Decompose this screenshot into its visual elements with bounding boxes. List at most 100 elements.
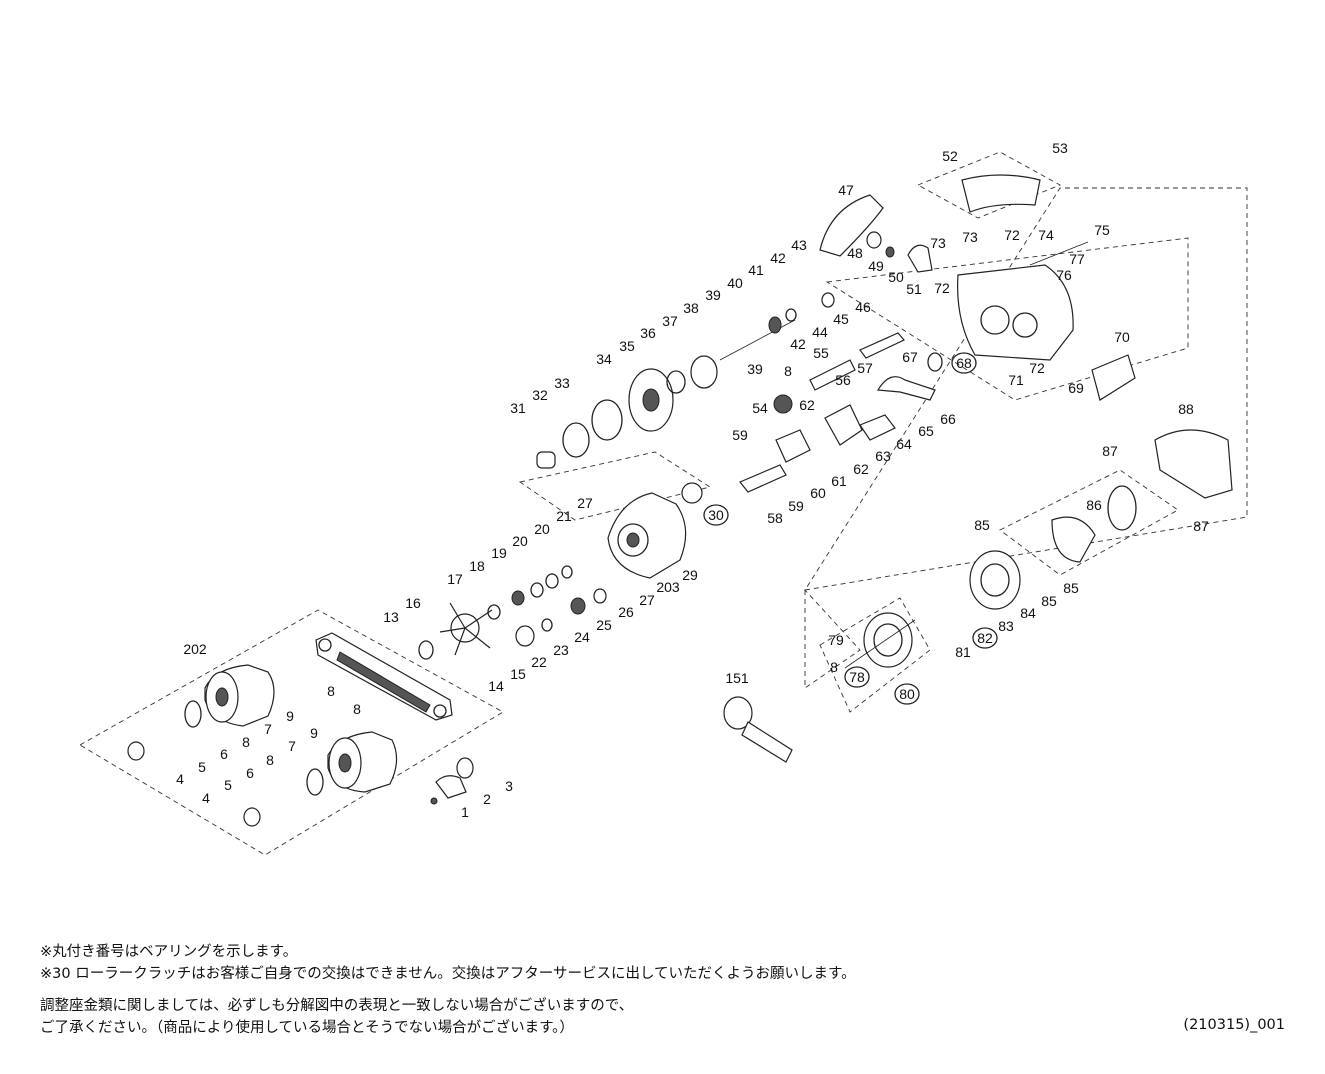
part-label-6: 6 — [220, 746, 228, 762]
part-label-85: 85 — [1063, 580, 1079, 596]
part-label-38: 38 — [683, 300, 699, 316]
part-label-77: 77 — [1069, 251, 1085, 267]
part-number: 1 — [461, 804, 469, 820]
part-label-32: 32 — [532, 387, 548, 403]
part-label-29: 29 — [682, 567, 698, 583]
part-number: 8 — [784, 363, 792, 379]
part-number: 87 — [1102, 443, 1118, 459]
part-number: 70 — [1114, 329, 1130, 345]
part-label-16: 16 — [405, 595, 421, 611]
part-number: 30 — [708, 507, 724, 523]
part-label-30: 30 — [703, 504, 729, 526]
part-label-65: 65 — [918, 423, 934, 439]
part-label-37: 37 — [662, 313, 678, 329]
part-number: 84 — [1020, 605, 1036, 621]
part-number: 58 — [767, 510, 783, 526]
part-label-49: 49 — [868, 258, 884, 274]
part-label-22: 22 — [531, 654, 547, 670]
part-number: 55 — [813, 345, 829, 361]
part-label-84: 84 — [1020, 605, 1036, 621]
part-number: 45 — [833, 311, 849, 327]
part-number: 62 — [853, 461, 869, 477]
part-number: 41 — [748, 262, 764, 278]
part-number: 20 — [512, 533, 528, 549]
part-number: 57 — [857, 360, 873, 376]
part-label-74: 74 — [1038, 227, 1054, 243]
part-number: 49 — [868, 258, 884, 274]
part-label-73: 73 — [930, 235, 946, 251]
pinion-clutch-assembly — [739, 332, 943, 493]
part-number: 82 — [977, 630, 993, 646]
part-label-41: 41 — [748, 262, 764, 278]
part-label-7: 7 — [288, 738, 296, 754]
part-label-64: 64 — [896, 436, 912, 452]
part-label-15: 15 — [510, 666, 526, 682]
part-number-labels: 1234568798456879820213141516171819202021… — [176, 140, 1209, 820]
part-number: 68 — [956, 355, 972, 371]
part-label-20: 20 — [512, 533, 528, 549]
part-label-4: 4 — [202, 790, 210, 806]
part-label-71: 71 — [1008, 372, 1024, 388]
part-label-70: 70 — [1114, 329, 1130, 345]
part-number: 8 — [830, 659, 838, 675]
part-number: 72 — [1029, 360, 1045, 376]
part-label-76: 76 — [1056, 267, 1072, 283]
part-label-78: 78 — [844, 666, 870, 688]
part-label-69: 69 — [1068, 380, 1084, 396]
part-label-24: 24 — [574, 629, 590, 645]
part-label-80: 80 — [894, 683, 920, 705]
part-label-72: 72 — [1029, 360, 1045, 376]
part-label-82: 82 — [972, 627, 998, 649]
part-label-31: 31 — [510, 400, 526, 416]
part-label-44: 44 — [812, 324, 828, 340]
part-number: 203 — [656, 579, 680, 595]
part-number: 8 — [266, 752, 274, 768]
part-label-53: 53 — [1052, 140, 1068, 156]
part-number: 16 — [405, 595, 421, 611]
part-label-48: 48 — [847, 245, 863, 261]
bearing-circle — [972, 627, 998, 649]
part-number: 78 — [849, 669, 865, 685]
note-shims-2: ご了承ください。（商品により使用している場合とそうでない場合がございます。） — [40, 1020, 574, 1036]
part-number: 18 — [469, 558, 485, 574]
part-label-88: 88 — [1178, 401, 1194, 417]
part-label-59: 59 — [732, 427, 748, 443]
part-number: 85 — [1041, 593, 1057, 609]
part-number: 81 — [955, 644, 971, 660]
part-number: 69 — [1068, 380, 1084, 396]
part-number: 39 — [747, 361, 763, 377]
part-label-23: 23 — [553, 642, 569, 658]
part-label-34: 34 — [596, 351, 612, 367]
part-number: 64 — [896, 436, 912, 452]
part-number: 85 — [1063, 580, 1079, 596]
part-label-4: 4 — [176, 771, 184, 787]
part-number: 83 — [998, 618, 1014, 634]
part-number: 42 — [770, 250, 786, 266]
part-label-1: 1 — [461, 804, 469, 820]
part-label-8: 8 — [266, 752, 274, 768]
part-number: 31 — [510, 400, 526, 416]
part-number: 3 — [505, 778, 513, 794]
part-label-75: 75 — [1094, 222, 1110, 238]
part-number: 46 — [855, 299, 871, 315]
star-drag-assembly — [418, 565, 607, 660]
part-label-39: 39 — [747, 361, 763, 377]
main-gear-assembly — [536, 194, 933, 469]
part-number: 2 — [483, 791, 491, 807]
part-number: 4 — [202, 790, 210, 806]
part-number: 50 — [888, 269, 904, 285]
part-label-39: 39 — [705, 287, 721, 303]
part-number: 9 — [310, 725, 318, 741]
part-label-59: 59 — [788, 498, 804, 514]
part-number: 7 — [288, 738, 296, 754]
part-number: 24 — [574, 629, 590, 645]
part-label-63: 63 — [875, 448, 891, 464]
part-number: 74 — [1038, 227, 1054, 243]
part-number: 51 — [906, 281, 922, 297]
part-number: 72 — [1004, 227, 1020, 243]
part-label-46: 46 — [855, 299, 871, 315]
spool-and-cover — [844, 429, 1233, 669]
part-number: 37 — [662, 313, 678, 329]
part-number: 23 — [553, 642, 569, 658]
